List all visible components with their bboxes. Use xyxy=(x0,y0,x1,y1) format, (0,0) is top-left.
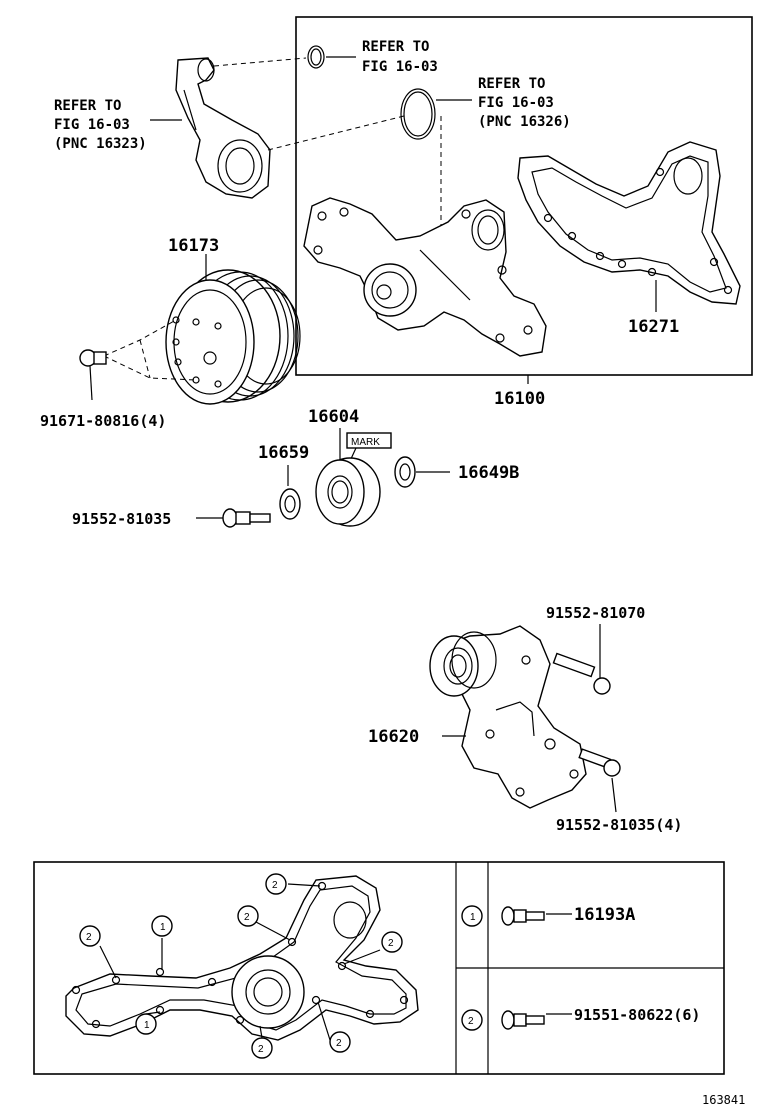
mark-box xyxy=(346,432,392,449)
callout-circle xyxy=(329,1031,351,1053)
callout-circle xyxy=(381,931,403,953)
callout-number: 2 xyxy=(86,932,92,943)
callout-circle xyxy=(265,873,287,895)
legend-key-1: 1 xyxy=(470,912,476,923)
refer-label-large-oring-2: FIG 16-03 xyxy=(478,95,554,111)
large-o-ring xyxy=(400,88,472,232)
refer-label-large-oring-3: (PNC 16326) xyxy=(478,114,571,130)
idler-bolt-part-number: 91552-81035 xyxy=(72,510,171,528)
callout-circle xyxy=(237,905,259,927)
callout-number: 2 xyxy=(258,1044,264,1055)
pump-assembly-part-number: 16100 xyxy=(494,389,545,409)
water-inlet-pipe xyxy=(150,57,405,199)
callout-number: 2 xyxy=(388,938,394,949)
legend-row-1: 1 16193A xyxy=(461,905,635,927)
tensioner-bolts xyxy=(578,748,621,813)
legend-part-1: 16193A xyxy=(574,905,635,925)
refer-label-inlet-1: REFER TO xyxy=(54,98,121,114)
gasket-part-number: 16271 xyxy=(628,317,679,337)
pump-assembly-frame xyxy=(295,16,753,376)
refer-label-small-oring-1: REFER TO xyxy=(362,39,429,55)
callout-leaders xyxy=(99,883,381,1041)
water-pump-pulley xyxy=(103,254,301,405)
callout-circle xyxy=(151,915,173,937)
refer-label-large-oring-1: REFER TO xyxy=(478,76,545,92)
tensioner-assembly xyxy=(429,625,587,809)
tensioner-bolt-top-part-number: 91552-81070 xyxy=(546,604,645,622)
callout-number: 2 xyxy=(244,912,250,923)
pulley-bolt-part-number: 91671-80816(4) xyxy=(40,412,166,430)
mark-label: MARK xyxy=(351,437,380,448)
callout-circle xyxy=(79,925,101,947)
idler-pulley-part-number: 16604 xyxy=(308,407,359,427)
pulley-bolt xyxy=(79,349,107,401)
water-pump-body xyxy=(303,197,547,357)
plate-right-part-number: 16649B xyxy=(458,463,519,483)
legend-key-2: 2 xyxy=(468,1016,474,1027)
tensioner-bolts-part-number: 91552-81035(4) xyxy=(556,816,682,834)
tensioner-bolt-top xyxy=(552,652,611,695)
refer-label-inlet-3: (PNC 16323) xyxy=(54,136,147,152)
callout-number: 1 xyxy=(160,922,166,933)
idler-pulley xyxy=(315,457,381,527)
water-pump-gasket xyxy=(517,141,741,312)
legend-key-circle xyxy=(461,1009,483,1031)
idler-bolt xyxy=(196,508,271,528)
plate-left-part-number: 16659 xyxy=(258,443,309,463)
bolt-icon xyxy=(501,1010,545,1030)
legend-row-2: 2 91551-80622(6) xyxy=(461,1006,700,1031)
small-o-ring xyxy=(307,45,356,69)
legend-part-2: 91551-80622(6) xyxy=(574,1006,700,1024)
refer-label-inlet-2: FIG 16-03 xyxy=(54,117,130,133)
callout-number: 2 xyxy=(272,880,278,891)
callout-number: 1 xyxy=(144,1020,150,1031)
figure-id: 163841 xyxy=(702,1093,745,1107)
callout-number: 2 xyxy=(336,1038,342,1049)
idler-plate-right xyxy=(394,456,450,488)
bolt-icon xyxy=(501,906,545,926)
tensioner-part-number: 16620 xyxy=(368,727,419,747)
idler-plate-left xyxy=(279,465,301,520)
legend-key-circle xyxy=(461,905,483,927)
callout-circle xyxy=(135,1013,157,1035)
callout-circles: 2 1 2 2 2 1 2 2 xyxy=(79,873,403,1059)
gasket-bolt-location-view xyxy=(65,875,419,1041)
refer-label-small-oring-2: FIG 16-03 xyxy=(362,59,438,75)
pulley-part-number: 16173 xyxy=(168,236,219,256)
